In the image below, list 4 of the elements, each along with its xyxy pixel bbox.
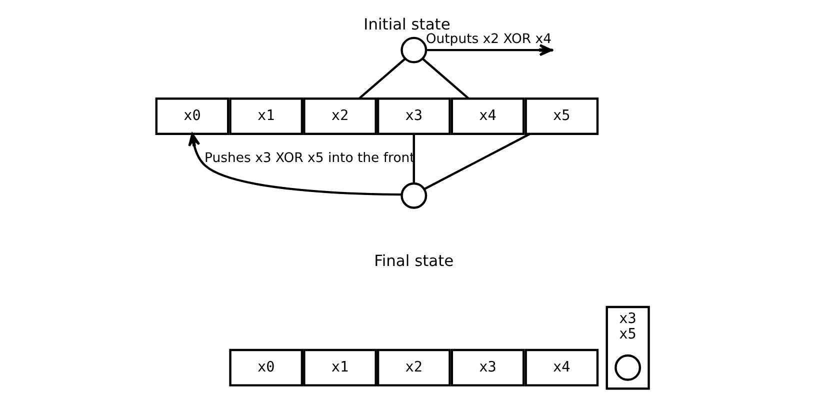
diagram-title: Initial state [364,15,450,34]
label: Final state [374,252,454,270]
edge-label: Pushes x3 XOR x5 into the front [204,151,415,166]
edge-label: Outputs x2 XOR x4 [426,32,552,48]
